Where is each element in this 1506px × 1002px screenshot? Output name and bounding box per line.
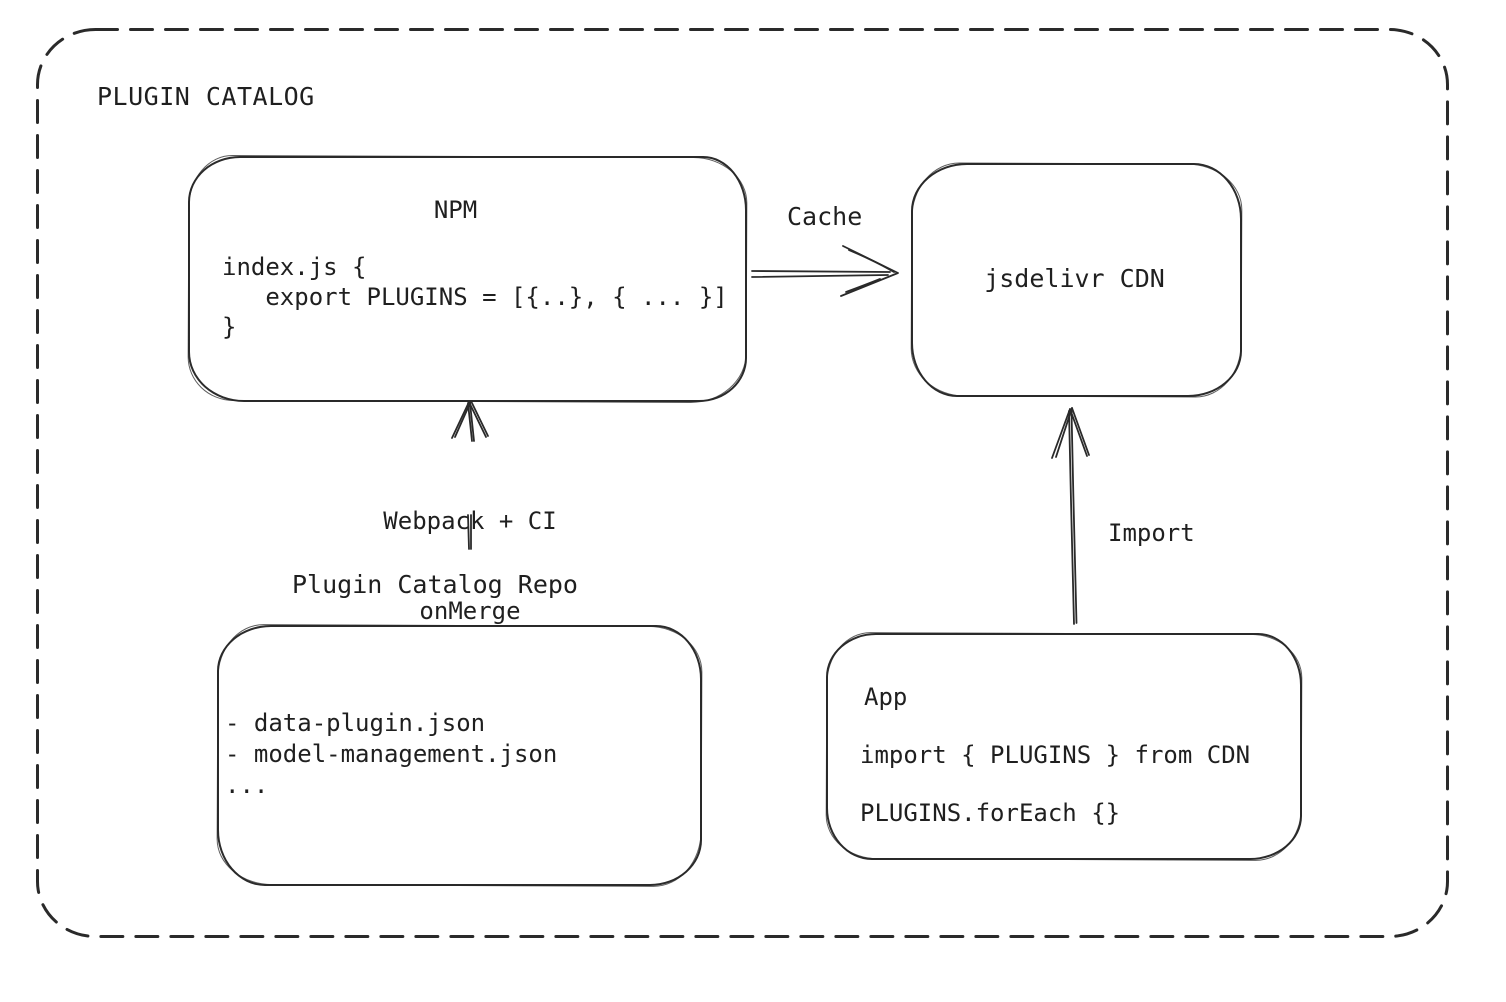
npm-box-code: index.js { export PLUGINS = [{..}, { ...… — [222, 253, 728, 341]
cdn-box — [911, 163, 1242, 397]
import-arrow — [1051, 407, 1090, 625]
cache-arrow — [751, 245, 899, 297]
app-box — [826, 633, 1302, 860]
npm-box-title: NPM — [433, 196, 478, 224]
repo-file-list: - data-plugin.json - model-management.js… — [225, 709, 558, 799]
app-box-title: App — [864, 683, 908, 711]
build-arrow — [451, 400, 489, 550]
diagram-title: PLUGIN CATALOG — [97, 82, 315, 111]
repo-heading: Plugin Catalog Repo — [292, 570, 578, 599]
outer-dashed-border — [36, 28, 1449, 938]
repo-box — [217, 625, 702, 886]
cache-arrow-label: Cache — [787, 202, 863, 231]
build-arrow-label-line1: Webpack + CI — [383, 507, 557, 535]
app-foreach-line: PLUGINS.forEach {} — [860, 799, 1121, 827]
app-import-line: import { PLUGINS } from CDN — [860, 741, 1251, 769]
build-arrow-label: Webpack + CI onMerge — [380, 446, 560, 686]
npm-box — [188, 156, 747, 402]
cdn-box-label: jsdelivr CDN — [984, 263, 1165, 293]
build-arrow-label-line2: onMerge — [419, 597, 521, 625]
import-arrow-label: Import — [1108, 519, 1195, 547]
